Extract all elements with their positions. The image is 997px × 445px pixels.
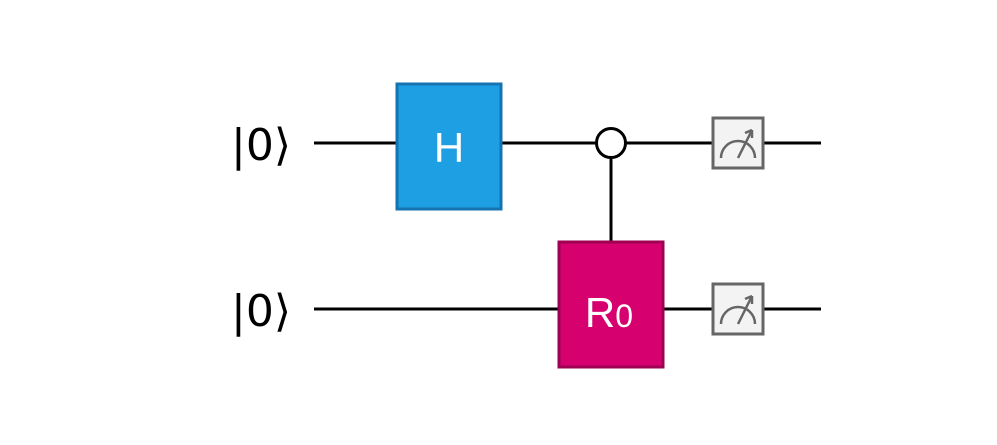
meter-icon (711, 116, 765, 170)
hadamard-gate[interactable]: H (395, 82, 503, 211)
rotation-gate-box (557, 240, 665, 369)
rotation-gate[interactable]: R0 (557, 240, 665, 369)
meter-arc (719, 305, 757, 325)
hadamard-gate-label: H (434, 124, 464, 171)
meter-arc (719, 139, 757, 159)
meter-needle (736, 129, 754, 159)
qubit-0-state-label: |0⟩ (231, 120, 291, 171)
measurement-qubit-1[interactable] (711, 282, 765, 336)
qubit-1-state-label: |0⟩ (231, 286, 291, 337)
rotation-gate-label: R0 (585, 289, 633, 336)
meter-needle-arrowhead (744, 128, 754, 138)
rotation-gate-letter: R (585, 289, 615, 336)
rotation-gate-subscript: 0 (615, 298, 633, 334)
measurement-qubit-0[interactable] (711, 116, 765, 170)
control-open-circle (595, 127, 627, 159)
meter-needle (736, 295, 754, 325)
meter-needle-arrowhead (744, 294, 754, 304)
meter-icon (711, 282, 765, 336)
hadamard-gate-box (395, 82, 503, 211)
